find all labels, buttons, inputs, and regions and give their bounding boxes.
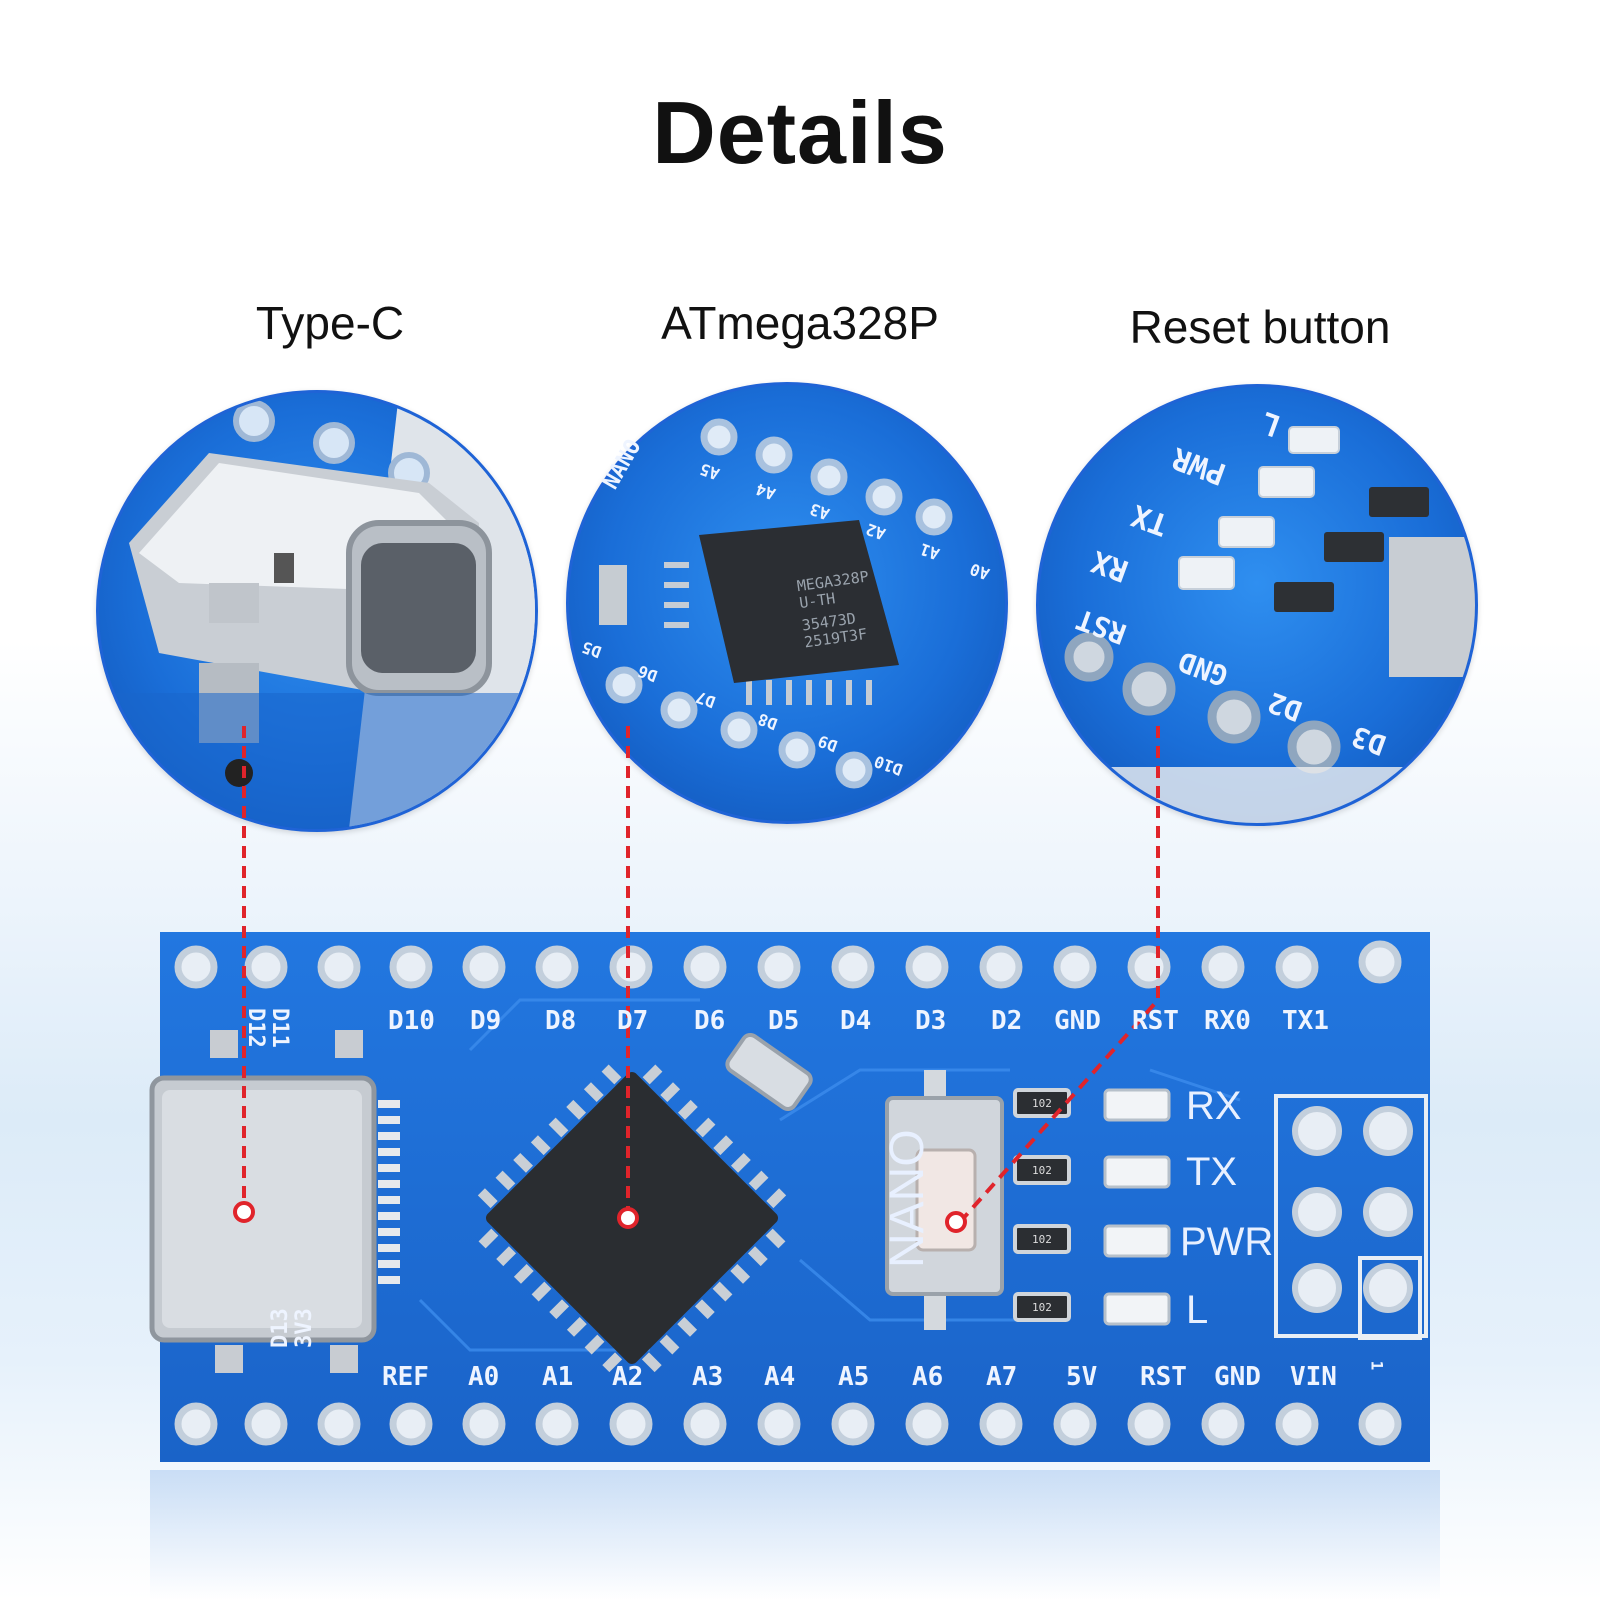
pin-label-gnd-top: GND bbox=[1054, 1006, 1101, 1036]
pin-label-a7: A7 bbox=[986, 1362, 1018, 1392]
atmega-zoom-circle: MEGA328P U-TH 35473D 2519T3F bbox=[566, 382, 1008, 824]
icsp-header bbox=[1274, 1094, 1428, 1340]
top-header-pins bbox=[174, 940, 1402, 989]
pin-label-3v3: 3V3 bbox=[292, 1308, 317, 1348]
resistor-code-3: 102 bbox=[1032, 1233, 1052, 1246]
pin1-marker: 1 bbox=[1367, 1360, 1387, 1371]
pin-label-a5: A5 bbox=[838, 1362, 870, 1392]
led-label-pwr: PWR bbox=[1180, 1220, 1274, 1264]
pin-label-d7: D7 bbox=[617, 1006, 649, 1036]
pin-label-d8: D8 bbox=[545, 1006, 577, 1036]
pin-label-a3: A3 bbox=[692, 1362, 724, 1392]
pin-label-ref: REF bbox=[382, 1362, 429, 1392]
board-name-nano: NANO bbox=[881, 1129, 934, 1268]
pin-label-rx0: RX0 bbox=[1204, 1006, 1251, 1036]
pin-label-gnd-bottom: GND bbox=[1214, 1362, 1261, 1392]
board-reflection bbox=[150, 1470, 1440, 1600]
pin-label-d3: D3 bbox=[915, 1006, 947, 1036]
pin-label-a1: A1 bbox=[542, 1362, 574, 1392]
callout-label-type-c: Type-C bbox=[255, 297, 405, 349]
reset-zoom-illustration bbox=[1039, 426, 1475, 823]
resistor-code-4: 102 bbox=[1032, 1301, 1052, 1314]
pin-label-tx1: TX1 bbox=[1282, 1006, 1329, 1036]
callout-lines bbox=[242, 726, 1160, 1224]
callout-label-atmega: ATmega328P bbox=[661, 297, 939, 349]
pin-label-d12: D12 bbox=[243, 1008, 268, 1048]
led-label-l: L bbox=[1186, 1288, 1209, 1332]
pin-label-d2: D2 bbox=[991, 1006, 1023, 1036]
crystal bbox=[725, 1032, 813, 1111]
type-c-zoom-circle bbox=[96, 390, 538, 832]
atmega-zoom-illustration bbox=[599, 418, 953, 789]
bottom-header-pins bbox=[174, 1402, 1402, 1446]
pin-label-vin: VIN bbox=[1290, 1362, 1337, 1392]
resistor-code-2: 102 bbox=[1032, 1164, 1052, 1177]
pin-label-a0: A0 bbox=[468, 1362, 500, 1392]
callout-markers bbox=[233, 1201, 967, 1233]
type-c-connector bbox=[149, 1030, 400, 1373]
pin-label-d6: D6 bbox=[694, 1006, 726, 1036]
pin-label-5v: 5V bbox=[1066, 1362, 1098, 1392]
pin-label-d4: D4 bbox=[840, 1006, 872, 1036]
callout-label-reset: Reset button bbox=[1129, 301, 1391, 353]
page-title: Details bbox=[652, 83, 948, 182]
led-label-rx: RX bbox=[1186, 1084, 1242, 1128]
pin-label-d5: D5 bbox=[768, 1006, 800, 1036]
resistor-code-1: 102 bbox=[1032, 1097, 1052, 1110]
led-label-tx: TX bbox=[1186, 1150, 1238, 1194]
pin-label-d13: D13 bbox=[268, 1308, 293, 1348]
pin-label-rst-bottom: RST bbox=[1140, 1362, 1187, 1392]
reset-zoom-circle bbox=[1036, 384, 1478, 826]
pin-label-d9: D9 bbox=[470, 1006, 502, 1036]
pin-label-a6: A6 bbox=[912, 1362, 944, 1392]
pin-label-a4: A4 bbox=[764, 1362, 796, 1392]
pin-label-d11: D11 bbox=[267, 1008, 292, 1048]
pin-label-a2: A2 bbox=[612, 1362, 644, 1392]
type-c-zoom-illustration bbox=[99, 393, 535, 829]
pin-label-rst-top: RST bbox=[1132, 1006, 1179, 1036]
resistors-and-leds bbox=[1013, 1088, 1171, 1326]
pin-label-d10: D10 bbox=[388, 1006, 435, 1036]
